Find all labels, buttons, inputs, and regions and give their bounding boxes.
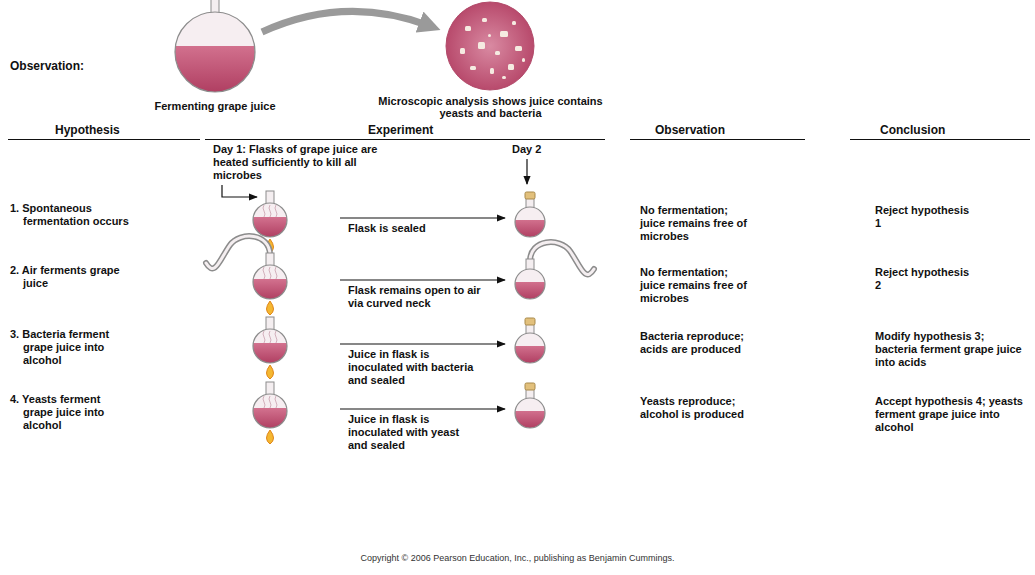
observation-label: Observation: bbox=[10, 60, 120, 73]
curved-arrow bbox=[262, 11, 430, 32]
flask bbox=[206, 236, 287, 315]
header-rule bbox=[8, 139, 200, 140]
stopper bbox=[525, 318, 535, 325]
microbe bbox=[522, 58, 525, 62]
flask bbox=[515, 192, 545, 237]
swan-neck-inner bbox=[530, 242, 594, 274]
header-rule bbox=[850, 139, 1030, 140]
swan-neck-inner bbox=[206, 236, 270, 268]
steam-line bbox=[269, 205, 271, 217]
steam-line bbox=[269, 396, 271, 408]
flask-body bbox=[253, 265, 287, 299]
microbe bbox=[508, 64, 514, 70]
steam-line bbox=[275, 267, 277, 279]
flame bbox=[267, 301, 274, 315]
process-arrow bbox=[340, 408, 505, 409]
microbe bbox=[515, 46, 522, 51]
flask-body bbox=[515, 207, 545, 237]
experiment-step: Flask is sealed bbox=[348, 222, 488, 235]
day1-arrow bbox=[222, 185, 257, 197]
steam-line bbox=[263, 205, 265, 217]
flask bbox=[515, 242, 594, 299]
copyright-note: Copyright © 2006 Pearson Education, Inc.… bbox=[0, 553, 1035, 564]
day2-arrow bbox=[526, 159, 527, 184]
microscope-view bbox=[446, 2, 534, 90]
day-note: Day 2 bbox=[512, 143, 572, 156]
flask bbox=[175, 0, 255, 92]
column-header: Conclusion bbox=[880, 124, 980, 137]
steam-line bbox=[275, 396, 277, 408]
flask-body bbox=[253, 394, 287, 428]
microbe bbox=[488, 34, 491, 37]
flask-body bbox=[515, 269, 545, 299]
observation-result: No fermentation; juice remains free of m… bbox=[640, 204, 752, 243]
header-rule bbox=[630, 139, 805, 140]
microbe bbox=[495, 51, 500, 55]
stopper bbox=[525, 383, 535, 390]
hypothesis: 2. Air ferments grape juice bbox=[10, 264, 130, 290]
flask-body bbox=[253, 203, 287, 237]
microbe bbox=[460, 48, 465, 54]
observation-result: Bacteria reproduce; acids are produced bbox=[640, 330, 768, 356]
microbe bbox=[490, 68, 494, 74]
header-rule bbox=[205, 139, 605, 140]
flask bbox=[515, 383, 545, 428]
steam-line bbox=[269, 267, 271, 279]
steam-line bbox=[269, 331, 271, 343]
microbe bbox=[465, 26, 471, 31]
steam-line bbox=[263, 396, 265, 408]
observation-result: No fermentation; juice remains free of m… bbox=[640, 266, 752, 305]
steam-line bbox=[275, 331, 277, 343]
flame bbox=[267, 430, 274, 444]
flask-caption: Fermenting grape juice bbox=[125, 100, 305, 113]
microbe bbox=[502, 76, 506, 79]
steam-line bbox=[275, 205, 277, 217]
process-arrow bbox=[340, 279, 505, 280]
hypothesis: 4. Yeasts ferment grape juice into alcoh… bbox=[10, 393, 130, 432]
microbe bbox=[482, 18, 487, 22]
hypothesis: 1. Spontaneous fermentation occurs bbox=[10, 202, 130, 228]
conclusion: Modify hypothesis 3; bacteria ferment gr… bbox=[875, 330, 1025, 369]
conclusion: Reject hypothesis 2 bbox=[875, 266, 970, 292]
microbe bbox=[500, 31, 508, 37]
microbe bbox=[478, 42, 485, 49]
steam-line bbox=[263, 267, 265, 279]
flask bbox=[515, 318, 545, 363]
stopper bbox=[525, 192, 535, 199]
process-arrow bbox=[340, 217, 505, 218]
flask-body bbox=[175, 12, 255, 92]
column-header: Hypothesis bbox=[55, 124, 155, 137]
column-header: Observation bbox=[655, 124, 755, 137]
flask-body bbox=[515, 333, 545, 363]
microbe bbox=[512, 21, 516, 25]
flask-body bbox=[253, 329, 287, 363]
experiment-step: Flask remains open to air via curved nec… bbox=[348, 284, 488, 310]
flask-body bbox=[515, 398, 545, 428]
experiment-step: Juice in flask is inoculated with yeast … bbox=[348, 413, 480, 452]
microbe bbox=[470, 66, 476, 70]
process-arrow bbox=[340, 343, 505, 344]
microscope-caption: Microscopic analysis shows juice contain… bbox=[378, 95, 603, 119]
conclusion: Accept hypothesis 4; yeasts ferment grap… bbox=[875, 395, 1025, 434]
column-header: Experiment bbox=[368, 124, 468, 137]
observation-result: Yeasts reproduce; alcohol is produced bbox=[640, 395, 768, 421]
swan-neck bbox=[206, 236, 270, 268]
hypothesis: 3. Bacteria ferment grape juice into alc… bbox=[10, 328, 130, 367]
flask bbox=[253, 382, 287, 444]
swan-neck bbox=[530, 242, 594, 274]
steam-line bbox=[263, 331, 265, 343]
conclusion: Reject hypothesis 1 bbox=[875, 204, 970, 230]
flame bbox=[267, 365, 274, 379]
experiment-step: Juice in flask is inoculated with bacter… bbox=[348, 348, 480, 387]
microbes bbox=[460, 18, 525, 79]
flask bbox=[253, 317, 287, 379]
day-note: Day 1: Flasks of grape juice are heated … bbox=[213, 143, 403, 182]
